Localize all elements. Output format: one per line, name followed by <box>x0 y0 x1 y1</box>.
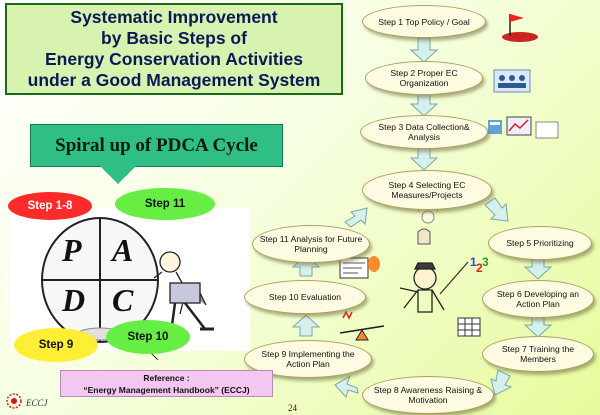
svg-text:3: 3 <box>482 255 489 269</box>
pdca-heading-box: Spiral up of PDCA Cycle <box>30 124 283 167</box>
step-9-node: Step 9 Implementing the Action Plan <box>244 340 372 378</box>
arrow-2-3 <box>409 92 439 117</box>
arrow-8-9 <box>334 374 359 398</box>
arrow-9-10 <box>291 314 321 337</box>
arrow-7-8 <box>490 369 513 396</box>
data-chart-icon <box>488 116 559 139</box>
step-11-node: Step 11 Analysis for Future Planning <box>252 225 370 263</box>
step-1-node: Step 1 Top Policy / Goal <box>362 5 486 38</box>
cloud-step-11: Step 11 <box>115 188 215 220</box>
cloud-step-9: Step 9 <box>14 328 98 362</box>
goal-flag-icon <box>502 14 538 42</box>
step-10-node: Step 10 Evaluation <box>244 280 366 314</box>
step-8-node: Step 8 Awareness Raising & Motivation <box>362 376 494 414</box>
pushing-person-figure <box>153 251 214 335</box>
numbers-icon: 1 2 3 <box>470 255 489 275</box>
pdca-heading: Spiral up of PDCA Cycle <box>55 134 258 156</box>
balance-scale-icon <box>339 310 385 341</box>
step-3-node: Step 3 Data Collection& Analysis <box>360 115 488 149</box>
arrow-11-4 <box>344 207 368 228</box>
step-2-node: Step 2 Proper EC Organization <box>365 61 483 95</box>
pdca-heading-pointer <box>100 166 136 184</box>
arrow-1-2 <box>409 37 439 63</box>
pdca-letter-p: P <box>62 232 82 268</box>
page-number: 24 <box>288 403 297 413</box>
svg-text:2: 2 <box>476 261 483 275</box>
pdca-letter-a: A <box>112 232 134 268</box>
idea-bulb-icon <box>415 207 441 245</box>
pdca-wheel <box>41 217 159 343</box>
arrow-6-7 <box>523 315 553 338</box>
svg-text:1: 1 <box>470 255 477 269</box>
title-line-3: Energy Conservation Activities <box>44 49 304 69</box>
organization-icon <box>493 69 531 93</box>
pdca-letter-c: C <box>112 282 134 318</box>
schedule-grid-icon <box>457 317 481 337</box>
reference-label: Reference : <box>143 373 190 383</box>
flow-arrows <box>291 37 553 398</box>
title-box: Systematic Improvement by Basic Steps of… <box>5 3 343 95</box>
eccj-logo <box>6 393 22 409</box>
arrow-5-6 <box>523 257 553 280</box>
arrow-3-4 <box>409 146 439 171</box>
pdca-letter-d: D <box>62 282 86 318</box>
presenter-figure <box>399 261 469 313</box>
cloud-step-10: Step 10 <box>106 320 190 354</box>
step-6-node: Step 6 Developing an Action Plan <box>482 280 594 318</box>
title-line-1: Systematic Improvement <box>70 7 278 27</box>
arrow-4-5 <box>484 197 509 222</box>
step-4-node: Step 4 Selecting EC Measures/Projects <box>362 170 492 210</box>
reference-citation: “Energy Management Handbook” (ECCJ) <box>83 385 250 395</box>
planning-board-icon <box>339 256 380 279</box>
step-7-node: Step 7 Training the Members <box>482 336 594 372</box>
footer-org: ECCJ <box>26 398 48 408</box>
cloud-step-1-8: Step 1-8 <box>8 192 92 220</box>
reference-box: Reference : “Energy Management Handbook”… <box>60 370 273 397</box>
title-line-4: under a Good Management System <box>27 70 321 90</box>
step-5-node: Step 5 Prioritizing <box>488 226 592 260</box>
title-line-2: by Basic Steps of <box>101 28 247 48</box>
